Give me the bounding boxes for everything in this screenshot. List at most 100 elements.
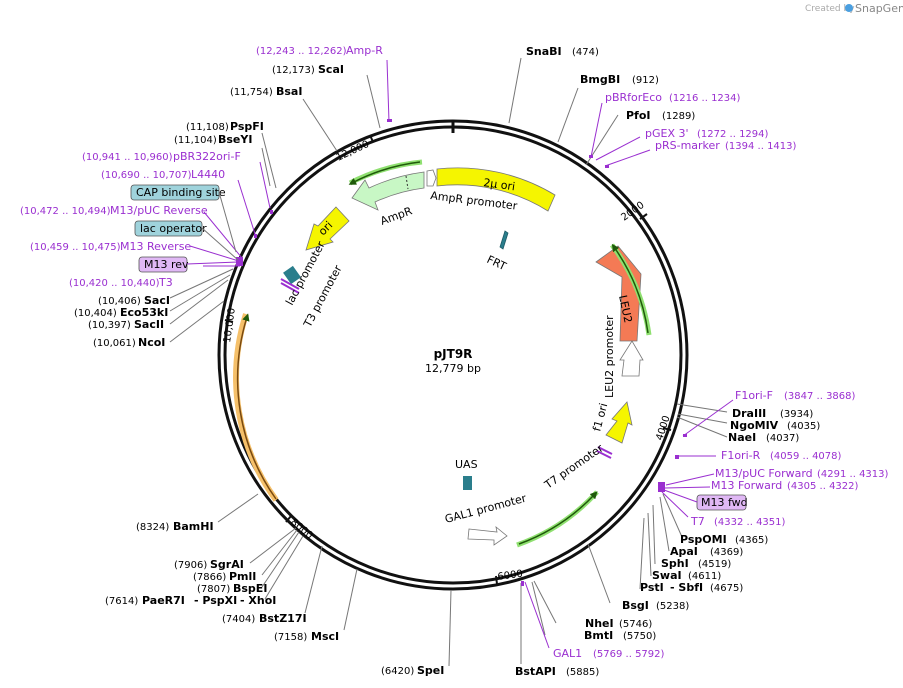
svg-text:(5746): (5746) — [619, 619, 652, 630]
feature-lac-marker[interactable] — [283, 265, 301, 285]
site-bmti[interactable]: BmtI — [584, 629, 613, 642]
primer-pgex-3[interactable]: pGEX 3' — [645, 127, 689, 140]
site-pspfi[interactable]: PspFI — [230, 120, 264, 133]
primer-t3[interactable]: T3 — [158, 276, 173, 289]
primer-gal1[interactable]: GAL1 — [553, 647, 582, 660]
primer-m13-forward[interactable]: M13 Forward — [711, 479, 782, 492]
site-pspxi[interactable]: - PspXI — [194, 594, 237, 607]
feature-2mu-ori[interactable] — [436, 167, 556, 212]
svg-text:(5750): (5750) — [623, 631, 656, 642]
site-msci[interactable]: MscI — [311, 630, 339, 643]
site-sphi[interactable]: SphI — [661, 557, 689, 570]
feature-gal1-promoter[interactable] — [467, 525, 508, 546]
snapgene-credit: Created by SnapGene — [805, 2, 903, 15]
svg-text:(10,061): (10,061) — [93, 338, 136, 349]
svg-text:(4291 .. 4313): (4291 .. 4313) — [817, 469, 889, 480]
svg-text:(1272 .. 1294): (1272 .. 1294) — [697, 129, 769, 140]
primer-f1ori-f[interactable]: F1ori-F — [735, 389, 773, 402]
m13-fwd-box[interactable] — [696, 494, 747, 511]
site-eco53ki[interactable]: Eco53kI — [120, 306, 168, 319]
svg-text:(10,420 .. 10,440): (10,420 .. 10,440) — [69, 278, 160, 289]
site-swai[interactable]: SwaI — [652, 569, 682, 582]
feature-ampr[interactable] — [351, 171, 425, 211]
feature-2mu-ori-label: 2µ ori — [483, 176, 516, 193]
feature-leu2-promoter[interactable] — [619, 340, 644, 377]
site-draiii[interactable]: DraIII — [732, 407, 766, 420]
site-sbfi[interactable]: - SbfI — [670, 581, 703, 594]
primer-m13-puc-forward[interactable]: M13/pUC Forward — [715, 467, 813, 480]
site-bspei[interactable]: BspEI — [233, 582, 267, 595]
feature-ori[interactable] — [305, 206, 350, 251]
site-spei[interactable]: SpeI — [417, 664, 444, 677]
svg-text:(4675): (4675) — [710, 583, 743, 594]
site-bamhi[interactable]: BamHI — [173, 520, 214, 533]
feature-gal1-promoter-label: GAL1 promoter — [443, 492, 528, 526]
site-naei[interactable]: NaeI — [728, 431, 756, 444]
site-pmli[interactable]: PmlI — [229, 570, 256, 583]
svg-text:(7906): (7906) — [174, 560, 207, 571]
svg-text:(4519): (4519) — [698, 559, 731, 570]
site-pfoi[interactable]: PfoI — [626, 109, 651, 122]
svg-text:(10,941 .. 10,960): (10,941 .. 10,960) — [82, 152, 173, 163]
svg-text:(7158): (7158) — [274, 632, 307, 643]
feature-ampr-promoter-label: AmpR promoter — [430, 189, 519, 213]
site-bseyi[interactable]: BseYI — [218, 133, 252, 146]
site-pspomi[interactable]: PspOMI — [680, 533, 727, 546]
primer-l4440[interactable]: L4440 — [191, 168, 225, 181]
site-bstapi[interactable]: BstAPI — [515, 665, 556, 678]
site-sgrai[interactable]: SgrAI — [210, 558, 244, 571]
site-sacii[interactable]: SacII — [134, 318, 164, 331]
site-psti[interactable]: PstI — [640, 581, 664, 594]
m13-rev-box[interactable] — [138, 256, 188, 273]
svg-text:(5238): (5238) — [656, 601, 689, 612]
primer-labels: (12,243 .. 12,262) Amp-R pBRforEco (1216… — [20, 44, 889, 660]
svg-text:(4332 .. 4351): (4332 .. 4351) — [714, 517, 786, 528]
site-bstz17i[interactable]: BstZ17I — [259, 612, 307, 625]
svg-text:(3847 .. 3868): (3847 .. 3868) — [784, 391, 856, 402]
svg-text:(7614): (7614) — [105, 596, 138, 607]
primer-leaders — [189, 59, 734, 649]
primer-prs-marker[interactable]: pRS-marker — [655, 139, 720, 152]
site-ngomiv[interactable]: NgoMIV — [730, 419, 779, 432]
site-xhoi[interactable]: - XhoI — [240, 594, 276, 607]
site-bsgi[interactable]: BsgI — [622, 599, 649, 612]
svg-text:(10,690 .. 10,707): (10,690 .. 10,707) — [101, 170, 192, 181]
feature-f1-ori[interactable] — [605, 401, 633, 444]
primer-m13-reverse[interactable]: M13 Reverse — [120, 240, 191, 253]
site-ncoi[interactable]: NcoI — [138, 336, 165, 349]
feature-t7-marker-1 — [597, 446, 613, 455]
feature-frt[interactable] — [499, 230, 509, 250]
site-bmgbi[interactable]: BmgBI — [580, 73, 620, 86]
ampr-green-bar — [348, 161, 421, 185]
primer-m13-puc-reverse[interactable]: M13/pUC Reverse — [110, 204, 208, 217]
primer-t7[interactable]: T7 — [690, 515, 705, 528]
site-bsai[interactable]: BsaI — [276, 85, 302, 98]
svg-text:(7866): (7866) — [193, 572, 226, 583]
feature-uas[interactable] — [463, 476, 472, 490]
svg-text:(4369): (4369) — [710, 547, 743, 558]
cap-binding-site-label: CAP binding site — [136, 186, 226, 199]
site-apai[interactable]: ApaI — [670, 545, 698, 558]
site-snabi[interactable]: SnaBI — [526, 45, 562, 58]
site-paer7i[interactable]: PaeR7I — [142, 594, 185, 607]
site-nhei[interactable]: NheI — [585, 617, 614, 630]
svg-text:(10,397): (10,397) — [88, 320, 131, 331]
feature-ampr-promoter[interactable] — [426, 169, 437, 187]
primer-amp-r[interactable]: Amp-R — [346, 44, 383, 57]
site-scai[interactable]: ScaI — [318, 63, 344, 76]
svg-text:(6420): (6420) — [381, 666, 414, 677]
svg-text:(4365): (4365) — [735, 535, 768, 546]
tick-label-6000: 6000 — [497, 569, 524, 583]
site-saci[interactable]: SacI — [144, 294, 170, 307]
svg-text:(3934): (3934) — [780, 409, 813, 420]
primer-dots — [236, 119, 687, 586]
primer-f1ori-r[interactable]: F1ori-R — [721, 449, 761, 462]
plasmid-size: 12,779 bp — [425, 362, 481, 375]
feature-f1-ori-label: f1 ori — [590, 402, 610, 433]
svg-text:(5885): (5885) — [566, 667, 599, 678]
credit-prefix: Created by — [805, 4, 855, 14]
primer-pbrforeco[interactable]: pBRforEco — [605, 91, 662, 104]
svg-text:(10,459 .. 10,475): (10,459 .. 10,475) — [30, 242, 121, 253]
primer-pbr322ori-f[interactable]: pBR322ori-F — [173, 150, 241, 163]
